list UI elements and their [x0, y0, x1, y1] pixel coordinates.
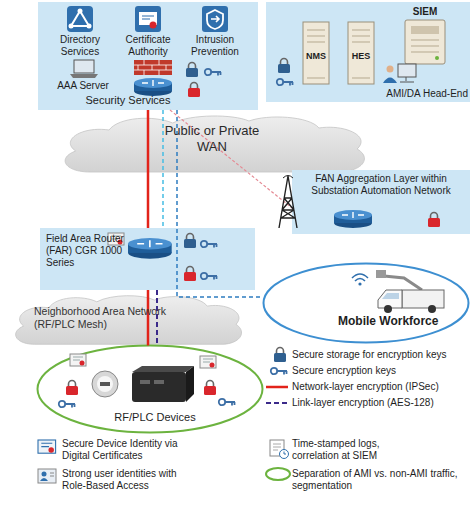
meter-icon	[92, 371, 118, 397]
ellipse-shape	[262, 262, 470, 344]
ellipse-outline	[38, 346, 263, 433]
meter-icon	[97, 376, 113, 392]
legend-label: Strong user identities with Role-Based A…	[62, 468, 177, 491]
legend-label: Secure Device Identity via Digital Certi…	[62, 438, 178, 461]
legend-label: Secure storage for encryption keys	[292, 349, 447, 360]
user-identity-icon	[38, 469, 56, 483]
rf-device-icon	[154, 380, 164, 384]
fan-aggregation-box: FAN Aggregation Layer within Substation …	[292, 170, 470, 234]
meter-icon	[92, 371, 118, 397]
mobile-workforce-oval: Mobile Workforce	[262, 262, 470, 344]
log-icon	[280, 450, 289, 459]
security-services-box: Directory ServicesCertificate AuthorityI…	[38, 2, 258, 110]
cloud-outline	[16, 296, 242, 345]
wan-cloud: Public or Private WAN	[55, 114, 373, 174]
legend-item: Secure encryption keys	[292, 365, 470, 377]
aes-line-sample	[266, 402, 288, 404]
lock-icon	[204, 381, 216, 396]
log-icon	[284, 452, 286, 455]
user-identity-icon	[50, 473, 54, 476]
log-icon	[273, 444, 281, 450]
segmentation-sample	[266, 468, 290, 480]
field-area-router-box: Field Area Router (FAR) CGR 1000 Series	[40, 228, 255, 290]
legend-item: Time-stamped logs, correlation at SIEM	[292, 438, 412, 462]
legend-label: Secure encryption keys	[292, 365, 396, 376]
certificate-icon	[38, 440, 56, 453]
lock-icon	[66, 381, 78, 396]
rf-device-icon	[186, 366, 194, 402]
user-identity-icon	[38, 469, 56, 483]
node-label: Intrusion Prevention	[180, 34, 250, 58]
node-label: SIEM	[400, 6, 450, 18]
node-label: AAA Server	[48, 80, 118, 92]
node-label: Field Area Router (FAR) CGR 1000 Series	[46, 233, 126, 269]
node-label: Directory Services	[48, 34, 112, 58]
user-identity-icon	[40, 478, 48, 481]
log-icon	[270, 440, 284, 456]
node-label: Security Services	[78, 94, 178, 106]
node-label: Neighborhood Area Network (RF/PLC Mesh)	[34, 305, 184, 331]
user-identity-icon	[42, 472, 47, 477]
rf-plc-devices-ellipse: RF/PLC Devices	[36, 344, 264, 434]
meter-icon	[100, 382, 110, 386]
legend-item: Link-layer encryption (AES-128)	[292, 397, 470, 409]
node-label: HES	[346, 50, 376, 62]
certificate-icon	[48, 447, 54, 453]
node-label: RF/PLC Devices	[105, 411, 205, 424]
legend-item: Separation of AMI vs. non-AMI traffic, s…	[292, 468, 462, 492]
legend-label: Link-layer encryption (AES-128)	[292, 397, 434, 408]
node-label: AMI/DA Head-End	[372, 88, 468, 100]
legend-label: Network-layer encryption (IPSec)	[292, 381, 439, 392]
ellipse-outline	[264, 264, 469, 343]
legend-item: Strong user identities with Role-Based A…	[62, 468, 202, 492]
head-end-box: NMS HES SIEM AMI/DA Head-End	[266, 2, 470, 102]
legend-label: Time-stamped logs, correlation at SIEM	[292, 438, 379, 461]
nan-cloud: Neighborhood Area Network (RF/PLC Mesh)	[8, 294, 248, 346]
key-icon	[271, 368, 287, 375]
legend-item: Secure storage for encryption keys	[292, 349, 470, 361]
rf-device-icon	[132, 366, 194, 402]
key-icon	[219, 399, 235, 406]
legend-label: Separation of AMI vs. non-AMI traffic, s…	[292, 468, 457, 491]
node-label: NMS	[301, 50, 331, 62]
node-label: Mobile Workforce	[338, 314, 450, 328]
key-icon	[59, 401, 75, 408]
legend-item: Network-layer encryption (IPSec)	[292, 381, 470, 393]
certificate-icon	[200, 356, 216, 368]
node-label: FAN Aggregation Layer within Substation …	[296, 173, 466, 197]
legend-item: Secure Device Identity via Digital Certi…	[62, 438, 202, 462]
node-label: Public or Private WAN	[150, 123, 274, 155]
cloud-outline	[65, 116, 364, 172]
rf-device-icon	[132, 366, 194, 372]
rf-device-icon	[140, 380, 150, 384]
rf-device-icon	[132, 372, 186, 402]
log-icon	[270, 440, 289, 459]
certificate-icon	[38, 440, 56, 453]
node-label: Certificate Authority	[116, 34, 180, 58]
ipsec-line-sample	[266, 386, 288, 389]
lock-icon	[274, 348, 286, 363]
certificate-icon	[41, 443, 52, 446]
